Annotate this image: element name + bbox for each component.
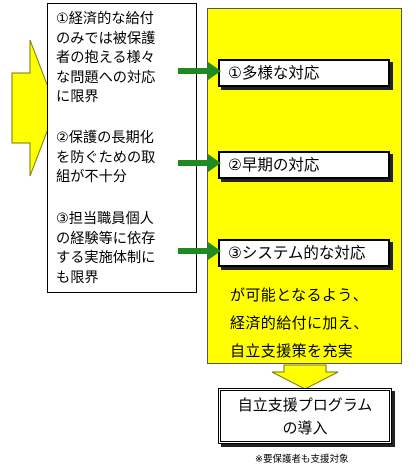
problem-1: ①経済的な給付 のみでは被保護 者の抱える様々 な問題への対応 に限界 [56, 11, 156, 105]
response-2: ②早期の対応 [218, 151, 390, 179]
problem-3: ③担当職員個人 の経験等に依存 する実施体制に も限界 [56, 211, 156, 286]
big-yellow-arrow [11, 39, 57, 177]
green-arrow-1 [178, 62, 221, 80]
down-yellow-arrow [271, 364, 339, 390]
footnote: ※要保護者も支援対象 [255, 454, 349, 465]
result-text: が可能となるよう、 経済的給付に加え、 自立支援策を充実 [230, 286, 369, 360]
green-arrow-2 [178, 154, 221, 172]
problem-2: ②保護の長期化 を防ぐための取 組が不十分 [56, 130, 156, 185]
response-area: ①多様な対応 ②早期の対応 ③システム的な対応 が可能となるよう、 経済的給付に… [207, 8, 402, 364]
response-1: ①多様な対応 [218, 59, 390, 87]
program-introduction-box: 自立支援プログラム の導入 [218, 388, 392, 444]
green-arrow-3 [178, 242, 221, 260]
problems-box: ①経済的な給付 のみでは被保護 者の抱える様々 な問題への対応 に限界 ②保護の… [47, 3, 197, 293]
response-3: ③システム的な対応 [218, 239, 390, 267]
